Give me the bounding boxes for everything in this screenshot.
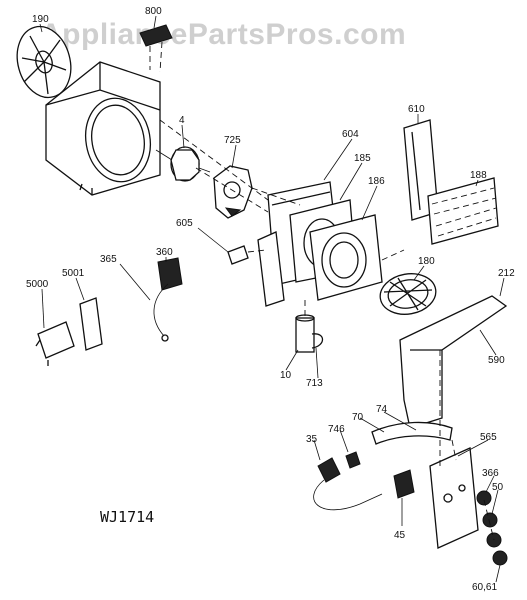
leader-lines [39,15,505,583]
label-180: 180 [418,256,435,267]
part-70-handle[interactable] [371,421,453,445]
part-365-wire-harness[interactable] [153,283,169,342]
label-10: 10 [280,370,292,381]
label-366: 366 [482,468,499,479]
part-5001-bracket[interactable] [79,297,103,351]
part-800-bracket[interactable] [139,24,173,73]
part-50-knob[interactable] [482,512,498,528]
label-713: 713 [306,378,323,389]
part-725-gear-motor[interactable] [213,165,253,219]
part-45-selector-switch[interactable] [393,469,415,499]
label-45: 45 [394,530,406,541]
assembly-lines [159,119,495,541]
part-746-clip[interactable] [345,451,361,469]
part-5000-capacitor-module[interactable] [35,321,75,366]
label-35: 35 [306,434,318,445]
label-185: 185 [354,153,371,164]
label-360: 360 [156,247,173,258]
part-188-filter-screen[interactable] [427,177,499,245]
watermark-text: AppliancePartsPros.com [40,18,406,51]
label-565: 565 [480,432,497,443]
part-60-61-knobs[interactable] [486,532,508,566]
part-190-fan-shroud[interactable] [45,61,161,196]
part-190-fan-disk[interactable] [10,20,79,103]
label-610: 610 [408,104,425,115]
part-565-control-panel[interactable] [429,447,479,549]
label-74: 74 [376,404,388,415]
label-4: 4 [179,115,185,126]
part-35-thermostat[interactable] [313,457,383,511]
model-code: WJ1714 [100,508,154,526]
part-590-base-bracket[interactable] [399,295,508,429]
label-212: 212 [498,268,515,279]
label-188: 188 [470,170,487,181]
part-180-blower-wheel[interactable] [377,269,439,318]
label-746: 746 [328,424,345,435]
label-50: 50 [492,482,504,493]
part-713-strap[interactable] [311,333,324,349]
label-800: 800 [145,6,162,17]
label-5000: 5000 [26,279,49,290]
part-10-capacitor[interactable] [295,314,315,353]
part-360-switch[interactable] [157,257,183,291]
label-365: 365 [100,254,117,265]
label-190: 190 [32,14,49,25]
part-labels: 190 800 4 725 604 185 186 610 188 605 36… [26,6,515,593]
label-590: 590 [488,355,505,366]
part-366-knob[interactable] [476,490,492,506]
part-186-scroll-housing[interactable] [309,214,383,301]
part-4-motor[interactable] [155,146,211,182]
label-605: 605 [176,218,193,229]
part-605-clip[interactable] [227,245,249,265]
label-60-61: 60,61 [472,582,497,593]
label-70: 70 [352,412,364,423]
left-bracket[interactable] [257,231,285,307]
label-604: 604 [342,129,359,140]
label-5001: 5001 [62,268,85,279]
label-186: 186 [368,176,385,187]
label-725: 725 [224,135,241,146]
